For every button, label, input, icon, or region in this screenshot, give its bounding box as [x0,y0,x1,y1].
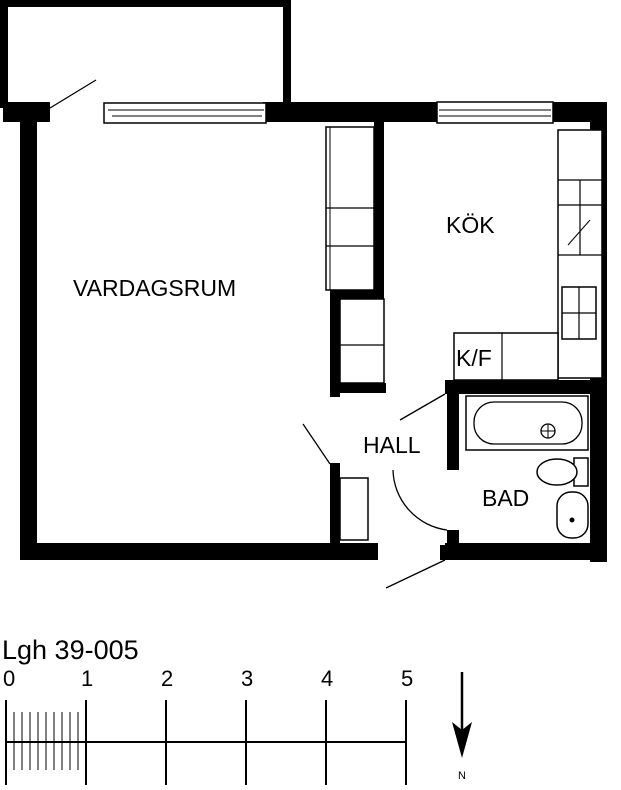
door-entrance [385,559,446,589]
scale-label: 2 [161,666,173,691]
north-label: N [458,770,466,782]
window-living-room [103,102,267,124]
wall-bottom-left [20,543,378,560]
scale-labels: 0 1 2 3 4 5 [3,666,413,691]
scale-label: 0 [3,666,15,691]
scale-major-ticks [5,700,407,785]
wall-closet-bottom [330,383,386,393]
kitchen-fittings [453,129,603,381]
balcony-wall-top [0,0,291,7]
wall-hall-left [330,463,340,545]
wall-closet-top [330,289,384,299]
room-label-kf: K/F [456,345,492,371]
balcony-wall-left [0,0,8,108]
door-bathroom-arc [392,469,448,531]
doors [302,393,448,589]
wardrobe-closet [339,298,385,384]
bathtub-basin [473,401,583,445]
wall-kitchen-bath [445,380,607,394]
exterior-walls [3,102,607,562]
window-kitchen [436,101,554,124]
room-label-vardagsrum: VARDAGSRUM [73,275,236,301]
north-arrow-icon [452,722,472,758]
wall-top-middle [263,102,437,122]
window-living-room-frame [103,102,267,124]
balcony-wall-right [283,0,291,110]
wall-left [20,102,37,560]
balcony-door-swing [49,79,97,109]
wall-hall-bath [447,380,459,470]
room-label-kok: KÖK [446,212,495,238]
toilet-bowl [536,458,578,486]
wall-entrance-jamb-left [364,543,378,560]
room-label-bad: BAD [482,485,529,511]
wall-living-kitchen [374,122,384,297]
wardrobes [325,126,385,541]
bathroom-fixtures [465,395,589,539]
scale-minor-ticks [13,712,79,770]
hall-wardrobe [339,477,369,541]
wall-closet-left [330,289,340,397]
balcony [0,0,291,110]
scale-label: 4 [321,666,333,691]
apartment-title: Lgh 39-005 [2,635,139,665]
wall-entrance-jamb-right [440,545,450,560]
sink-drain-icon [569,517,575,523]
scale-label: 3 [241,666,253,691]
interior-walls [330,122,607,560]
scale-label: 5 [401,666,413,691]
wall-bottom-right [445,543,607,560]
door-living-room [302,423,331,465]
bathroom-sink [556,491,589,539]
fridge-freezer [453,332,559,381]
window-kitchen-frame [436,101,554,124]
scale-label: 1 [81,666,93,691]
scale-bar: 0 1 2 3 4 5 [3,666,413,785]
room-label-hall: HALL [363,432,421,458]
north-arrow: N [452,672,472,782]
kitchen-faucet [567,219,591,246]
door-kitchen [399,393,446,421]
